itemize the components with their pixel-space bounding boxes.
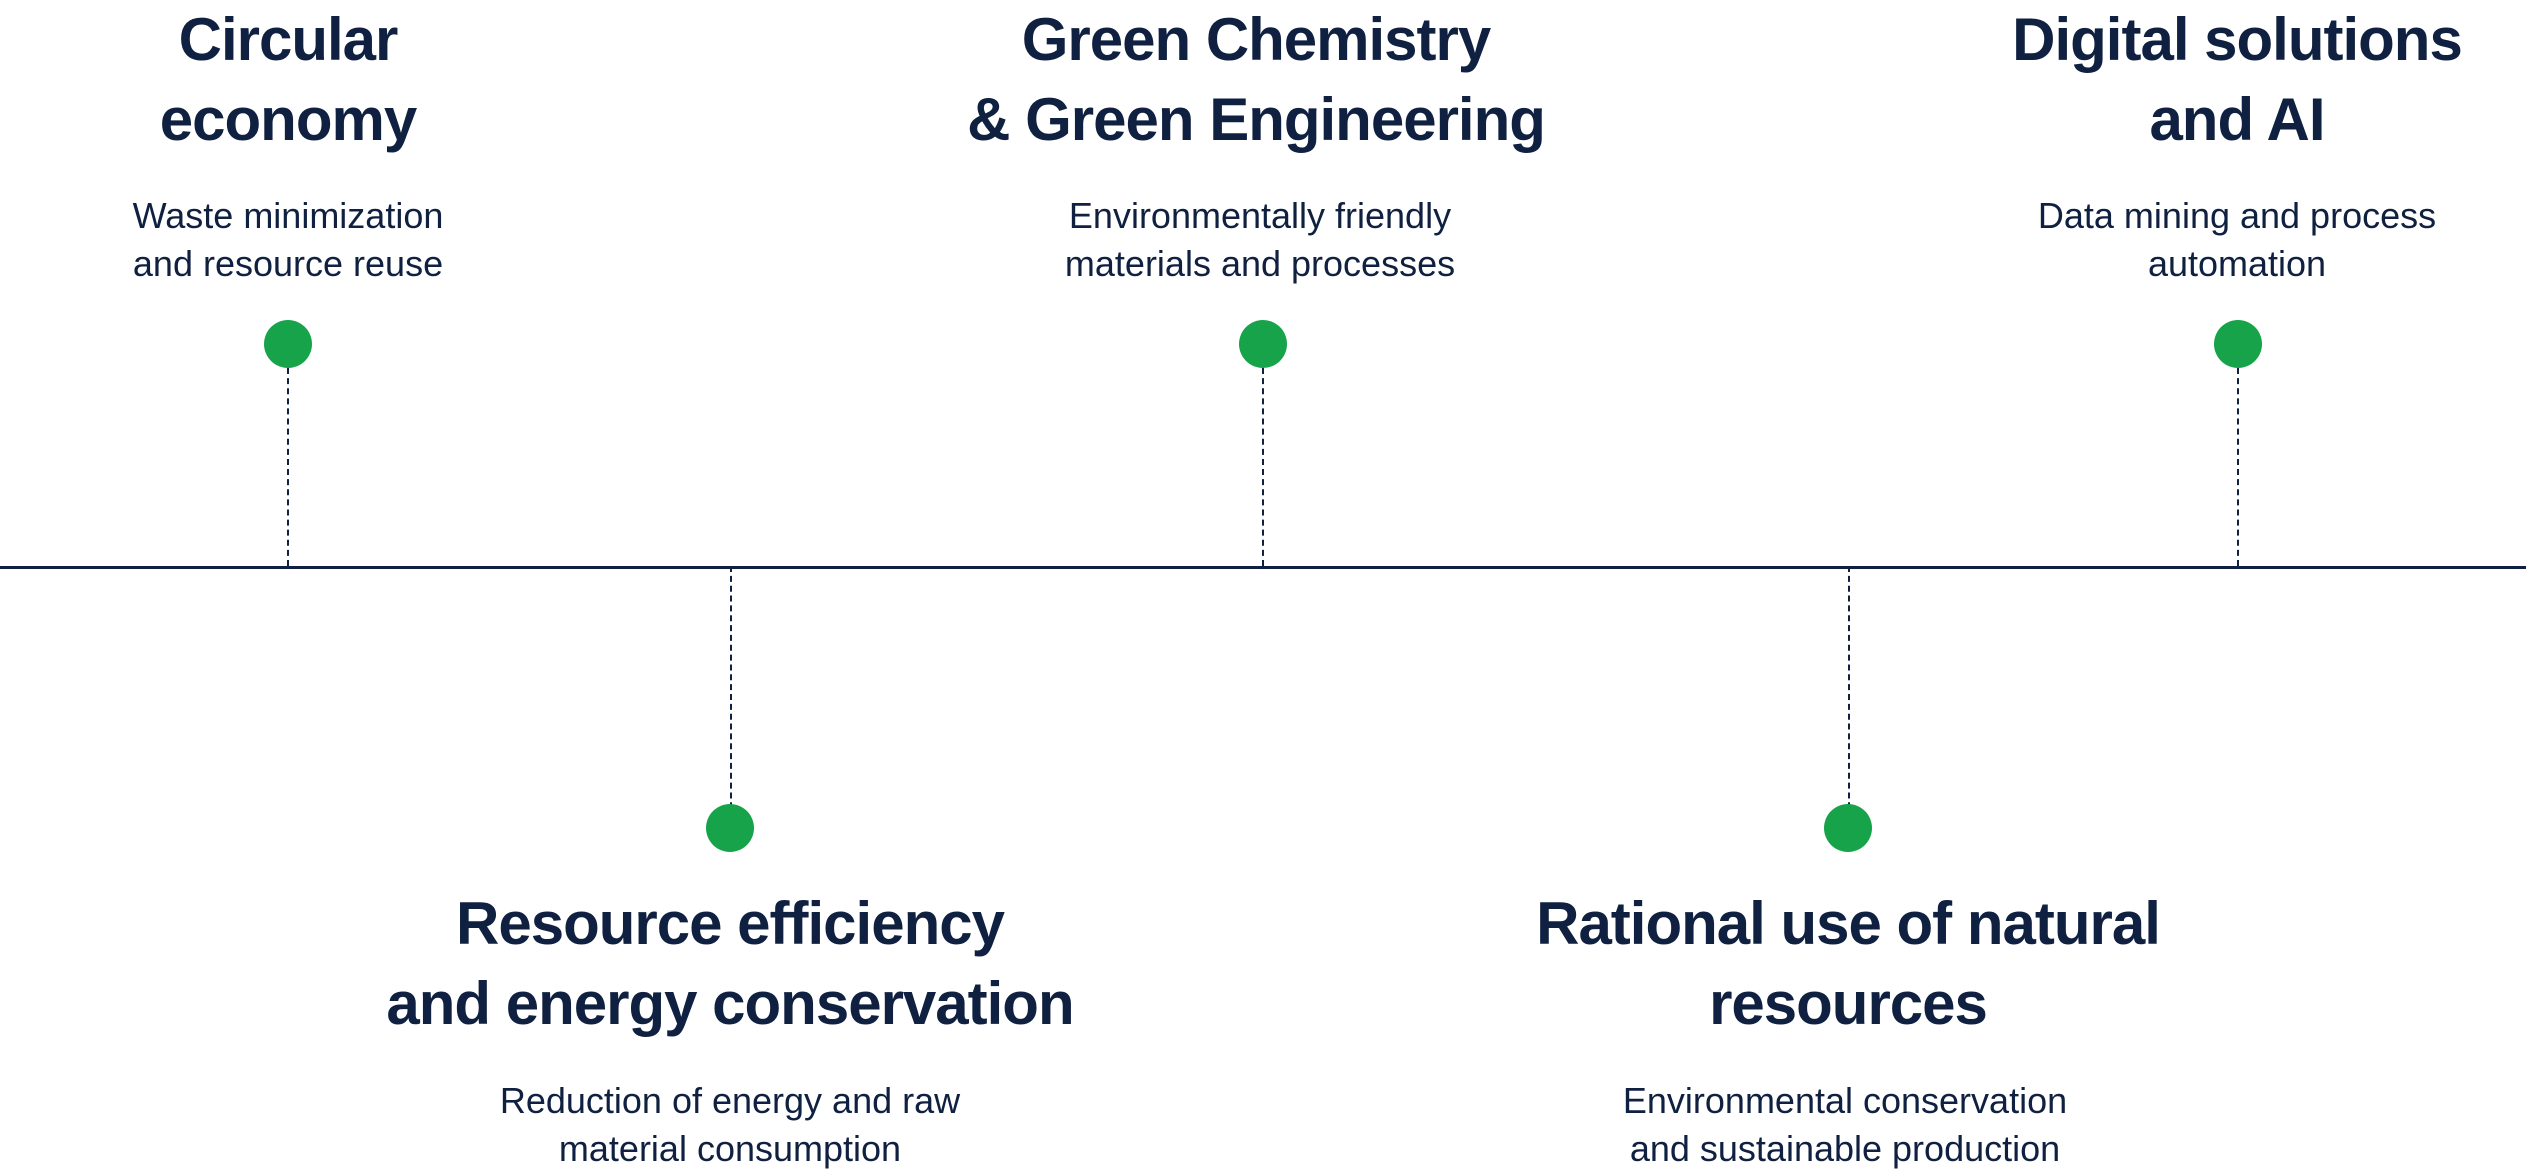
description-green-chemistry: Environmentally friendly materials and p…	[1064, 195, 1456, 284]
title-resource-efficiency: Resource efficiency and energy conservat…	[386, 890, 1074, 1037]
description-resource-efficiency: Reduction of energy and raw material con…	[499, 1080, 961, 1169]
milestone-dot-green-chemistry	[1239, 320, 1287, 368]
description-digital-solutions: Data mining and process automation	[2037, 195, 2437, 284]
milestone-dot-digital-solutions	[2214, 320, 2262, 368]
milestone-dot-resource-efficiency	[706, 804, 754, 852]
connector-circular-economy	[287, 368, 289, 566]
timeline-axis	[0, 566, 2526, 569]
title-circular-economy: Circular economy	[159, 6, 417, 153]
connector-resource-efficiency	[730, 566, 732, 828]
connector-green-chemistry	[1262, 368, 1264, 566]
description-natural-resources: Environmental conservation and sustainab…	[1622, 1080, 2068, 1169]
milestone-dot-circular-economy	[264, 320, 312, 368]
description-circular-economy: Waste minimization and resource reuse	[132, 195, 444, 284]
title-natural-resources: Rational use of natural resources	[1536, 890, 2161, 1037]
milestone-dot-natural-resources	[1824, 804, 1872, 852]
title-digital-solutions: Digital solutions and AI	[2012, 6, 2463, 153]
connector-digital-solutions	[2237, 368, 2239, 566]
connector-natural-resources	[1848, 566, 1850, 828]
title-green-chemistry: Green Chemistry & Green Engineering	[967, 6, 1546, 153]
